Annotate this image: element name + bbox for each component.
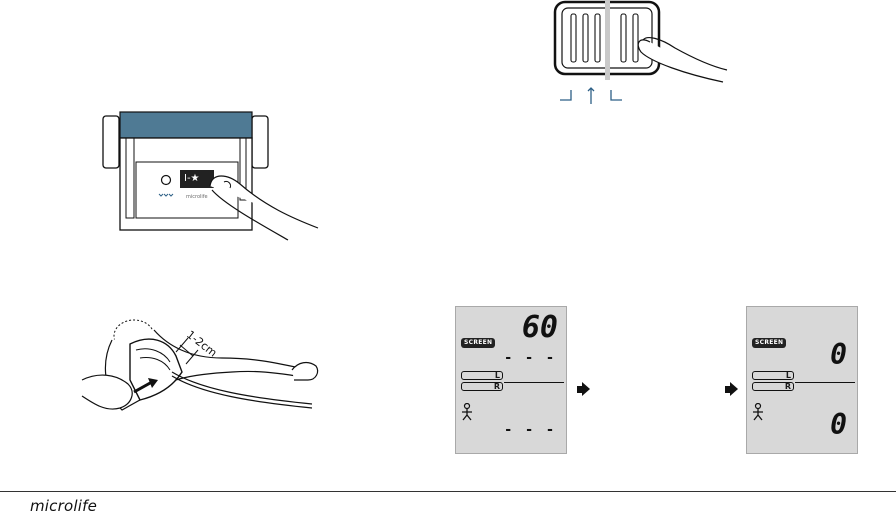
power-icon bbox=[162, 176, 171, 185]
lcd-divider bbox=[795, 382, 855, 383]
person-icon bbox=[460, 403, 474, 421]
lcd-display-initial: SCREEN 60 - - - L R - - - bbox=[455, 306, 567, 454]
mode-badge: SCREEN bbox=[752, 338, 786, 348]
button-symbol[interactable]: I-★ bbox=[184, 172, 200, 186]
person-icon bbox=[751, 403, 765, 421]
device-brand-mark: microlife bbox=[186, 194, 208, 200]
lcd-display-reset: SCREEN 0 L R 0 bbox=[746, 306, 858, 454]
device-illustration bbox=[100, 108, 330, 248]
middle-dashes: - - - bbox=[504, 351, 556, 365]
bottom-dashes: - - - bbox=[504, 423, 556, 437]
arm-right-tag: R bbox=[752, 382, 794, 391]
lcd-divider bbox=[504, 382, 564, 383]
mode-badge: SCREEN bbox=[461, 338, 495, 348]
top-value: 60 bbox=[522, 313, 558, 343]
footer-divider bbox=[0, 491, 896, 492]
bottom-value: 0 bbox=[830, 411, 847, 439]
slide-switch-figure bbox=[535, 0, 735, 112]
switch-illustration bbox=[535, 0, 735, 112]
arm-left-tag: L bbox=[752, 371, 794, 380]
device-button-figure: I-★ microlife bbox=[100, 108, 330, 248]
top-value: 0 bbox=[830, 341, 847, 369]
arm-left-tag: L bbox=[461, 371, 503, 380]
cuff-placement-figure: 1-2cm bbox=[72, 300, 332, 430]
arm-right-tag: R bbox=[461, 382, 503, 391]
arm-illustration bbox=[72, 300, 332, 430]
brand-logo: microlife bbox=[30, 497, 97, 515]
